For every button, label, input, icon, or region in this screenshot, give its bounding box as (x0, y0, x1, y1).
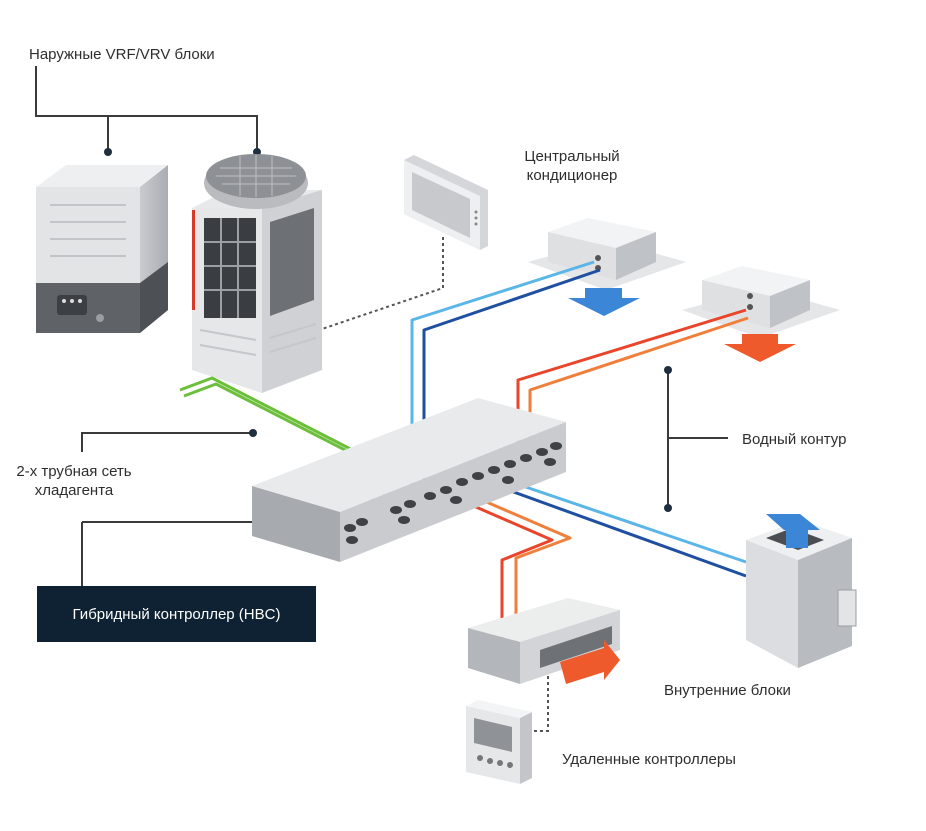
floor-indoor-unit-icon (746, 514, 857, 668)
hbc-label: Гибридный контроллер (HBC) (72, 605, 281, 623)
cassette-unit-warm-icon (682, 266, 840, 362)
outdoor-units-label: Наружные VRF/VRV блоки (29, 46, 215, 63)
leader-lines (35, 66, 728, 586)
hot-return-down (453, 486, 572, 666)
remote-controllers-label: Удаленные контроллеры (562, 751, 736, 768)
central-ac-label-line2: кондиционер (526, 167, 618, 184)
outdoor-unit-small-icon (36, 165, 168, 333)
ducted-indoor-unit-icon (468, 598, 620, 684)
remote-controller-icon (466, 700, 532, 784)
cassette-unit-cool-icon (528, 218, 686, 316)
wall-control-panel-icon (404, 155, 488, 250)
refrigerant-label-line2: хладагента (34, 482, 114, 499)
cold-return-right (485, 480, 747, 578)
water-loop-label: Водный контур (742, 431, 847, 448)
hbc-label-box: Гибридный контроллер (HBC) (37, 586, 316, 642)
central-ac-label-line1: Центральный (524, 148, 620, 165)
outdoor-unit-large-icon (192, 154, 322, 393)
central-ac-label: Центральный кондиционер (512, 147, 632, 185)
indoor-units-label: Внутренние блоки (664, 682, 791, 699)
refrigerant-network-label: 2-х трубная сеть хладагента (0, 462, 148, 500)
hot-supply-down (445, 492, 554, 666)
hbc-unit-icon (252, 398, 566, 562)
refrigerant-label-line1: 2-х трубная сеть (16, 463, 132, 480)
control-dotted-lines (321, 237, 549, 732)
